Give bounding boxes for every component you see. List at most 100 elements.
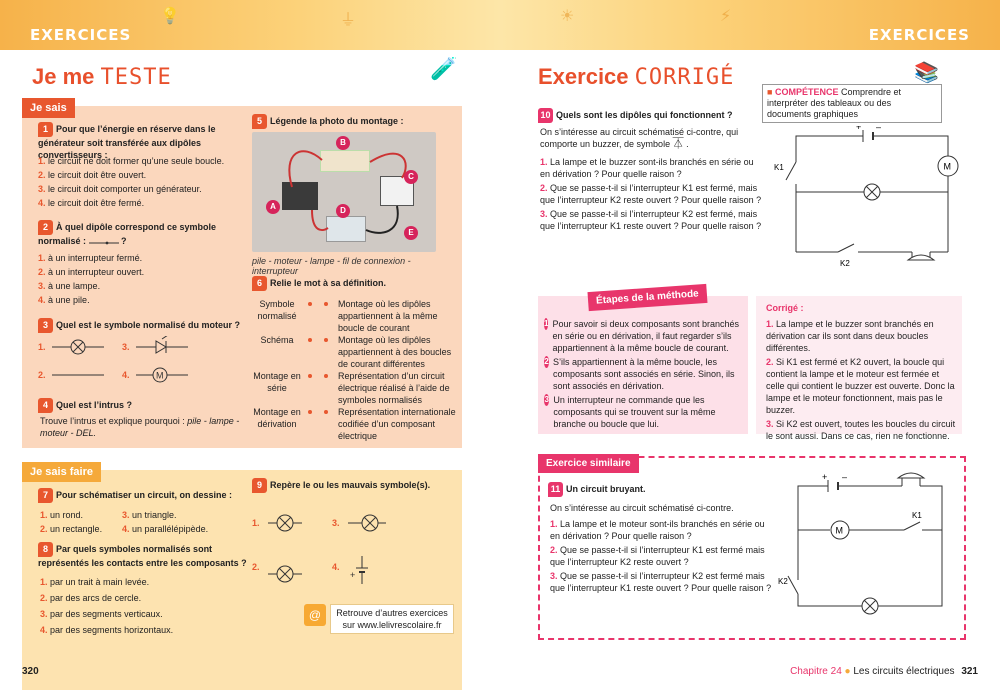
q6-definition[interactable]: Représentation d’un circuit électrique r… (338, 371, 450, 405)
left-heading: Je me TESTE (32, 64, 172, 90)
etapes-box (538, 296, 748, 434)
list-item[interactable]: 3. Que se passe-t-il si l’interrupteur K… (550, 571, 772, 593)
svg-text:4.: 4. (122, 370, 130, 380)
list-item: 1. La lampe et le buzzer sont branchés e… (766, 319, 934, 353)
exercice-similaire-label: Exercice similaire (538, 454, 639, 473)
svg-text:2.: 2. (252, 562, 260, 572)
je-sais-faire-label: Je sais faire (22, 462, 101, 482)
q3-symbols: 1. 3. 2. 4. M (38, 336, 188, 383)
list-item[interactable]: 4. à une pile. (38, 295, 90, 305)
page-number-right: 321 (961, 666, 978, 677)
q7-options: 1. un rond. 3. un triangle. 2. un rectang… (40, 507, 250, 537)
q6-word[interactable]: Montage en dérivation (253, 407, 301, 429)
q6-word[interactable]: Schéma (260, 335, 294, 345)
svg-text:M: M (944, 162, 952, 172)
page-number-left: 320 (22, 666, 39, 677)
svg-text:+: + (822, 472, 827, 482)
corrige-title: Corrigé : (766, 303, 804, 313)
list-item[interactable]: 3. à une lampe. (38, 281, 101, 291)
photo-marker: B (336, 136, 350, 150)
right-heading: Exercice CORRIGÉ (538, 64, 735, 90)
je-sais-label: Je sais (22, 98, 75, 118)
circuit-diagram-2: +– K2 M K1 (778, 472, 943, 615)
list-item[interactable]: 3. Que se passe-t-il si l’interrupteur K… (540, 209, 762, 231)
q6-definition[interactable]: Montage où les dipôles appartiennent à l… (338, 299, 438, 333)
plug-icon: ⏚ (340, 12, 357, 29)
list-item[interactable]: 2. un rectangle. (40, 524, 103, 534)
exercice-similaire-box (538, 456, 966, 640)
list-item[interactable]: 1. par un trait à main levée. (40, 577, 150, 587)
q11-intro: On s’intéresse au circuit schématisé ci-… (550, 503, 734, 513)
list-item[interactable]: 3. par des segments verticaux. (40, 609, 163, 619)
svg-text:1.: 1. (38, 342, 46, 352)
list-item[interactable]: 2. Que se passe-t-il si l’interrupteur K… (550, 545, 765, 567)
footer: Chapitre 24 ● Les circuits électriques 3… (790, 666, 978, 677)
svg-text:3.: 3. (122, 342, 130, 352)
svg-text:4.: 4. (332, 562, 340, 572)
list-item[interactable]: 1. un rond. (40, 510, 84, 520)
right-page: Exercice CORRIGÉ ■ COMPÉTENCE Comprendre… (500, 50, 1000, 691)
list-item[interactable]: 4. par des segments horizontaux. (40, 625, 174, 635)
q1-options: 1. le circuit ne doit former qu’une seul… (38, 153, 243, 211)
svg-text:K1: K1 (912, 511, 922, 520)
list-item[interactable]: 2. par des arcs de cercle. (40, 593, 142, 603)
retrouve-link[interactable]: Retrouve d’autres exercices sur www.leli… (330, 604, 454, 634)
q6-definition[interactable]: Montage où les dipôles appartiennent à d… (338, 335, 452, 369)
svg-text:1.: 1. (252, 518, 260, 528)
footer-chapter: Chapitre 24 (790, 666, 842, 677)
q9-symbols: 1. 3. 2. 4. + (252, 514, 386, 584)
list-item[interactable]: 1. La lampe et le buzzer sont-ils branch… (540, 157, 754, 179)
corrige-box (756, 296, 962, 434)
svg-text:K2: K2 (840, 259, 850, 268)
q6-word[interactable]: Symbole normalisé (257, 299, 297, 321)
q4-body: Trouve l’intrus et explique pourquoi : p… (40, 416, 240, 438)
je-sais-faire-box (22, 470, 462, 690)
books-icon: 📚 (914, 62, 939, 84)
svg-text:2.: 2. (38, 370, 46, 380)
photo-marker: D (336, 204, 350, 218)
list-item: 2. Si K1 est fermé et K2 ouvert, la bouc… (766, 357, 955, 415)
circuit-photo: B C A D E (252, 132, 436, 252)
circuit-diagram-1: +– K1 M K2 (774, 126, 959, 268)
buzzer-symbol-icon: ⏄ (672, 138, 684, 150)
q10-intro: On s’intéresse au circuit schématisé ci-… (540, 127, 739, 150)
svg-text:K1: K1 (774, 163, 784, 172)
list-item[interactable]: 4. un parallélépipède. (122, 524, 209, 534)
bolt-icon: ⚡ (720, 8, 732, 25)
list-item: 3. Si K2 est ouvert, toutes les boucles … (766, 419, 956, 441)
corrige-items: 1. La lampe et le buzzer sont branchés e… (766, 316, 958, 444)
switch-closed-symbol-icon (88, 241, 119, 245)
q8-options: 1. par un trait à main levée. 2. par des… (40, 572, 250, 640)
photo-marker: A (266, 200, 280, 214)
photo-marker: E (404, 226, 418, 240)
list-item[interactable]: 1. La lampe et le moteur sont-ils branch… (550, 519, 765, 541)
list-item[interactable]: 2. le circuit doit être ouvert. (38, 170, 147, 180)
banner-label-left: EXERCICES (30, 26, 132, 44)
q6-definition[interactable]: Représentation internationale codifiée d… (338, 407, 456, 441)
svg-text:M: M (836, 526, 844, 536)
list-item[interactable]: 1. le circuit ne doit former qu’une seul… (38, 156, 225, 166)
list-item[interactable]: 2. à un interrupteur ouvert. (38, 267, 145, 277)
list-item[interactable]: 1. à un interrupteur fermé. (38, 253, 143, 263)
lamp-component (320, 150, 370, 172)
banner-label-right: EXERCICES (868, 26, 970, 44)
q2-options: 1. à un interrupteur fermé. 2. à un inte… (38, 250, 243, 308)
list-item[interactable]: 3. un triangle. (122, 510, 177, 520)
list-item[interactable]: 4. le circuit doit être fermé. (38, 198, 145, 208)
list-item[interactable]: 3. le circuit doit comporter un générate… (38, 184, 202, 194)
competence-box: ■ COMPÉTENCE Comprendre et interpréter d… (762, 84, 942, 123)
list-item[interactable]: 2. Que se passe-t-il si l’interrupteur K… (540, 183, 762, 205)
web-icon: @ (304, 604, 326, 626)
q6-word[interactable]: Montage en série (253, 371, 301, 393)
q10-items: 1. La lampe et le buzzer sont-ils branch… (540, 154, 765, 234)
